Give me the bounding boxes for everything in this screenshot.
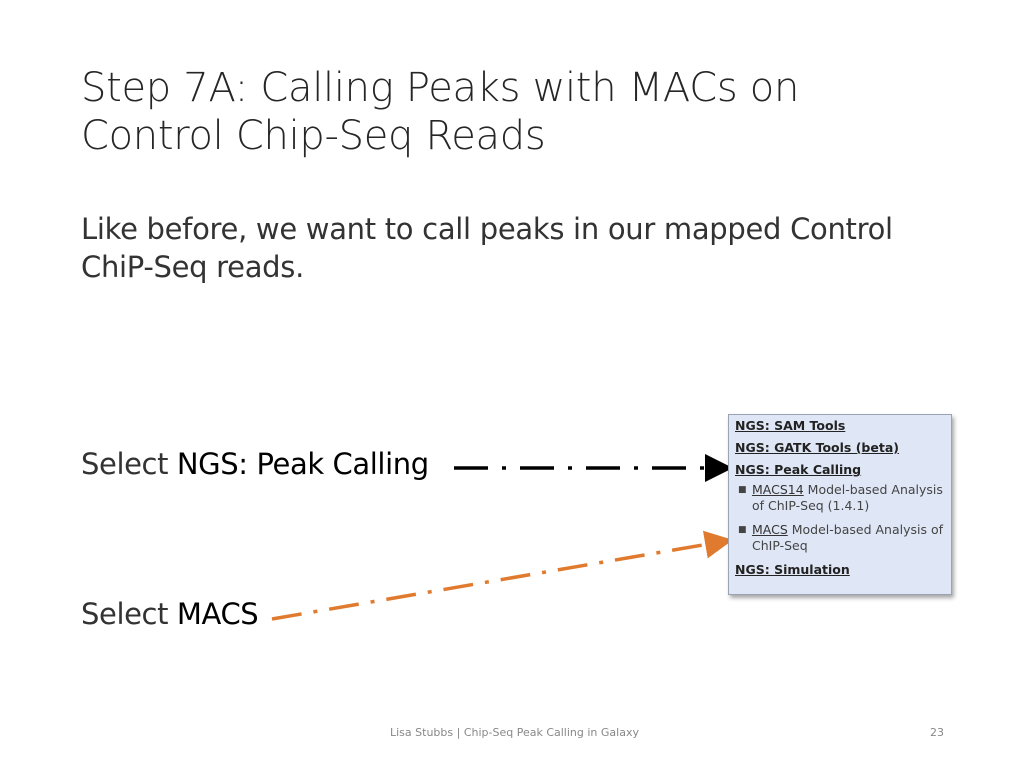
tool-macs14: ■ MACS14 Model-based Analysis of ChIP-Se… (738, 482, 945, 514)
title-line-2: Control Chip-Seq Reads (81, 113, 546, 159)
page-number: 23 (930, 726, 944, 739)
section-peak-calling[interactable]: NGS: Peak Calling (735, 462, 862, 477)
slide-body-text: Like before, we want to call peaks in ou… (81, 212, 893, 284)
select-prefix: Select (81, 447, 177, 481)
tool-macs: ■ MACS Model-based Analysis of ChIP-Seq (738, 522, 945, 554)
macs-link[interactable]: MACS (752, 522, 788, 537)
select-peak-calling-instruction: Select NGS: Peak Calling (81, 446, 429, 482)
bullet-icon: ■ (738, 485, 747, 495)
macs14-link[interactable]: MACS14 (752, 482, 804, 497)
bullet-icon: ■ (738, 525, 747, 535)
macs-target: MACS (176, 597, 259, 631)
section-simulation[interactable]: NGS: Simulation (735, 562, 850, 577)
select-prefix: Select (81, 597, 177, 631)
galaxy-tools-panel: NGS: SAM Tools NGS: GATK Tools (beta) NG… (728, 414, 952, 595)
slide-title: Step 7A: Calling Peaks with MACs on Cont… (81, 64, 941, 160)
title-line-1: Step 7A: Calling Peaks with MACs on (81, 65, 800, 111)
macs14-description: Model-based Analysis of ChIP-Seq (1.4.1) (752, 482, 943, 513)
macs-description: Model-based Analysis of ChIP-Seq (752, 522, 944, 553)
peak-calling-target: NGS: Peak Calling (176, 447, 429, 481)
section-gatk-tools[interactable]: NGS: GATK Tools (beta) (735, 440, 899, 455)
select-macs-instruction: Select MACS (81, 596, 259, 632)
slide-footer: Lisa Stubbs | Chip-Seq Peak Calling in G… (390, 726, 639, 739)
section-sam-tools[interactable]: NGS: SAM Tools (735, 418, 846, 433)
arrow-to-macs (271, 530, 733, 621)
